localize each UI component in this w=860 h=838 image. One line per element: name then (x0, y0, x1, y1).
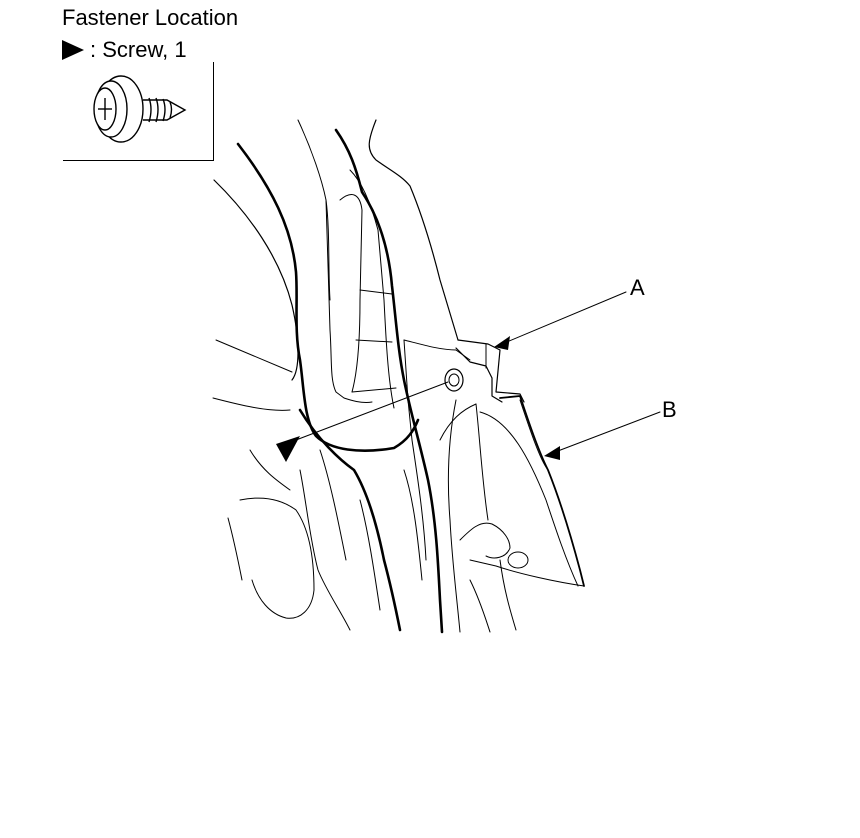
pillar-inner-edge (334, 128, 444, 634)
callout-b-arrowhead-icon (544, 446, 560, 460)
screw-icon (93, 75, 187, 143)
legend-screw-label: : Screw, 1 (90, 37, 187, 62)
screw-leader-line (295, 381, 449, 441)
callout-a-arrowhead-icon (494, 336, 510, 350)
diagram-title: Fastener Location (62, 5, 239, 30)
outer-left-contour (213, 179, 299, 381)
callout-b-leader (549, 411, 661, 455)
screw-pointer-icon (276, 436, 300, 462)
callout-label-a: A (630, 275, 645, 300)
weatherstrip-outer (236, 142, 420, 452)
black-triangle-pointer-icon (62, 40, 84, 60)
screw-illustration-box (63, 62, 214, 161)
callout-a-leader (501, 291, 627, 345)
callout-label-b: B (662, 397, 677, 422)
fastener-legend: : Screw, 1 (62, 36, 187, 64)
screw-hole (444, 368, 464, 392)
